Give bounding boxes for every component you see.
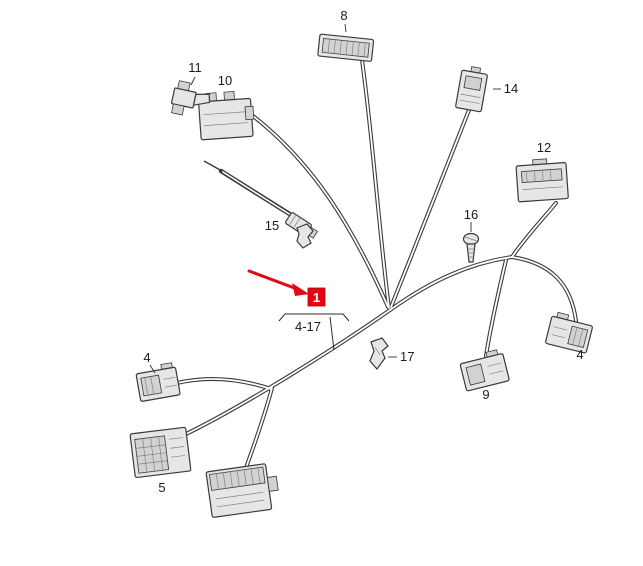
connector-10 <box>198 91 255 141</box>
sensor-11 <box>171 80 211 116</box>
part-label-17[interactable]: 17 <box>400 349 414 364</box>
part-label-16[interactable]: 16 <box>464 207 478 222</box>
connector-4-left <box>135 362 181 402</box>
connector-bottom <box>205 463 279 518</box>
antenna-rod-15 <box>203 160 319 249</box>
callout-number: 1 <box>313 290 320 305</box>
connector-8 <box>317 33 375 62</box>
connector-14 <box>455 66 488 113</box>
range-label: 4-17 <box>295 319 321 334</box>
part-label-12[interactable]: 12 <box>537 140 551 155</box>
highlight-callout[interactable]: 1 <box>247 269 326 307</box>
connector-4-right <box>545 311 593 354</box>
part-label-4-left[interactable]: 4 <box>143 350 150 365</box>
part-label-8[interactable]: 8 <box>340 8 347 23</box>
bolt-16 <box>462 232 480 263</box>
connector-12 <box>515 158 569 203</box>
clip-17 <box>369 337 389 370</box>
leader-lines <box>149 23 501 374</box>
red-arrow-head <box>292 283 309 296</box>
part-label-14[interactable]: 14 <box>504 81 518 96</box>
red-arrow <box>247 269 299 291</box>
callout-box <box>307 287 326 307</box>
part-label-11[interactable]: 11 <box>188 60 202 75</box>
connector-5 <box>129 426 192 479</box>
part-label-5[interactable]: 5 <box>158 480 165 495</box>
connector-9 <box>459 349 510 392</box>
part-label-4-right[interactable]: 4 <box>576 347 583 362</box>
part-label-15[interactable]: 15 <box>265 218 279 233</box>
range-bracket: 4-17 <box>278 313 350 351</box>
part-label-9[interactable]: 9 <box>482 387 489 402</box>
harness-wires <box>175 58 578 470</box>
part-label-10[interactable]: 10 <box>218 73 232 88</box>
